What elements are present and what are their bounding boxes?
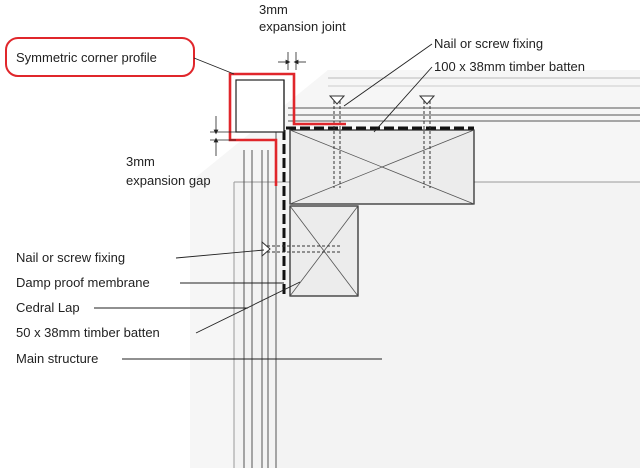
corner-profile-label: Symmetric corner profile (16, 50, 157, 65)
fixing-top-label: Nail or screw fixing (434, 36, 543, 51)
timber-batten-100x38 (289, 129, 475, 205)
fixing-top-leader (343, 43, 433, 107)
cladding-label: Cedral Lap (16, 300, 80, 315)
screw-fixing-horizontal (261, 240, 342, 258)
expansion-joint-label-line1: 3mm (259, 2, 288, 17)
screw-fixing-vertical-2 (418, 95, 436, 188)
structure-label: Main structure (16, 351, 98, 366)
screw-fixing-vertical-1 (328, 95, 346, 188)
damp-proof-membrane (282, 126, 474, 298)
corner-profile-box (235, 79, 285, 133)
expansion-gap-label-line1: 3mm (126, 154, 155, 169)
expansion-gap-dimension (210, 116, 236, 156)
membrane-label: Damp proof membrane (16, 275, 150, 290)
fixing-left-leader (175, 249, 265, 259)
fixing-left-label: Nail or screw fixing (16, 250, 125, 265)
batten-top-label: 100 x 38mm timber batten (434, 59, 585, 74)
corner-profile (228, 72, 346, 186)
corner-profile-leader (193, 57, 235, 75)
corner-profile-callout-box (5, 37, 195, 77)
batten-left-label: 50 x 38mm timber batten (16, 325, 160, 340)
expansion-joint-dimension (278, 52, 306, 70)
batten-left-leader (195, 281, 301, 334)
expansion-gap-label-line2: expansion gap (126, 173, 211, 188)
expansion-joint-label-line2: expansion joint (259, 19, 346, 34)
timber-batten-50x38 (289, 205, 359, 297)
batten-top-leader (373, 66, 433, 133)
cedral-lap-horizontal (288, 107, 640, 122)
